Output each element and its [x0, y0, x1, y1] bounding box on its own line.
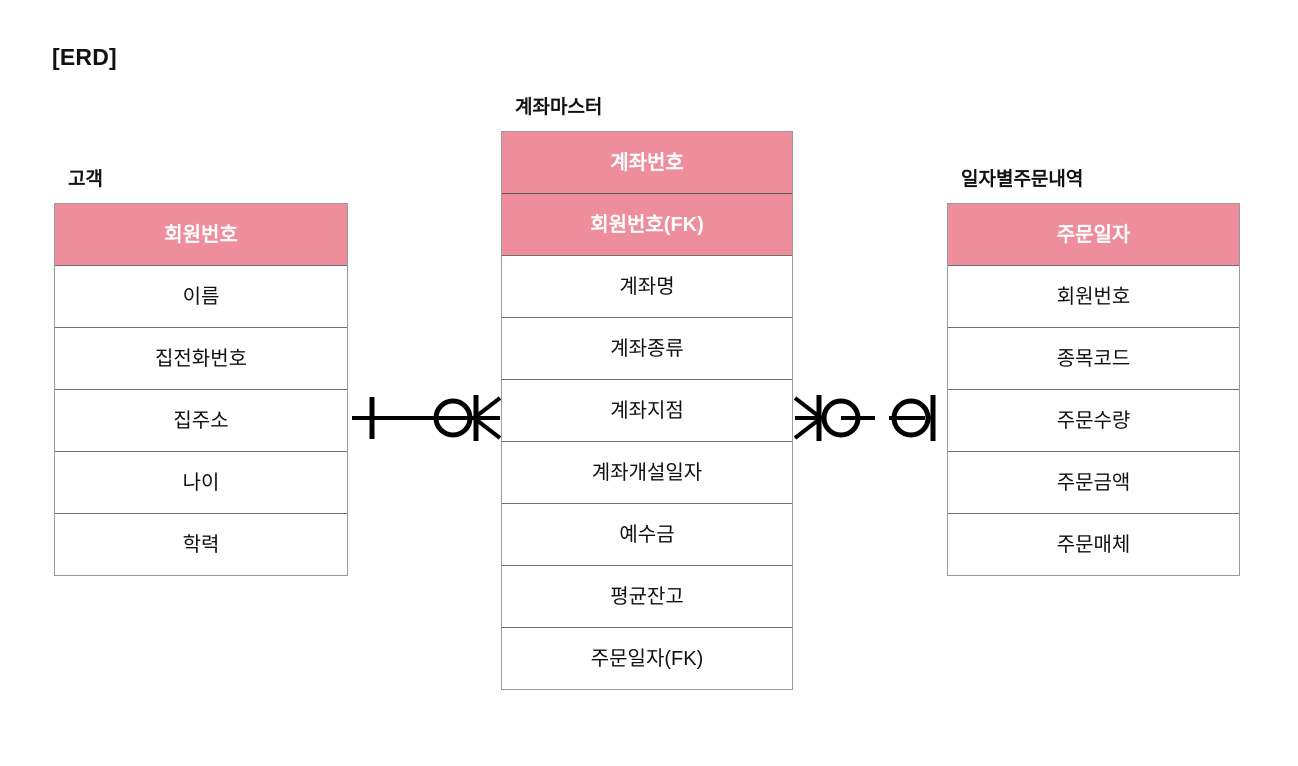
entity-title-daily-order-history: 일자별주문내역: [961, 169, 1084, 190]
entity-customer: 고객 회원번호 이름 집전화번호 집주소 나이 학력: [54, 164, 348, 576]
attribute-row-primary-key: 주문일자: [948, 203, 1239, 265]
page-title: [ERD]: [52, 44, 117, 70]
entity-title-customer: 고객: [68, 169, 103, 190]
attribute-row: 집전화번호: [55, 327, 347, 389]
attribute-row: 이름: [55, 265, 347, 327]
relationship-line-dashed: [793, 395, 947, 441]
attribute-row: 집주소: [55, 389, 347, 451]
attribute-table-account-master: 계좌번호 회원번호(FK) 계좌명 계좌종류 계좌지점 계좌개설일자 예수금 평…: [501, 131, 793, 690]
attribute-row: 주문수량: [948, 389, 1239, 451]
entity-title-account-master: 계좌마스터: [515, 97, 603, 118]
attribute-row-foreign-key: 회원번호(FK): [502, 193, 792, 255]
attribute-row: 주문일자(FK): [502, 627, 792, 689]
cardinality-zero-circle-icon: [891, 398, 931, 438]
attribute-row-primary-key: 회원번호: [55, 203, 347, 265]
attribute-row: 계좌개설일자: [502, 441, 792, 503]
attribute-table-customer: 회원번호 이름 집전화번호 집주소 나이 학력: [54, 203, 348, 576]
attribute-row: 회원번호: [948, 265, 1239, 327]
attribute-row: 종목코드: [948, 327, 1239, 389]
attribute-row: 계좌명: [502, 255, 792, 317]
cardinality-zero-circle-icon: [433, 398, 473, 438]
attribute-row: 평균잔고: [502, 565, 792, 627]
relationship-account-master-order-history: [793, 386, 953, 455]
relationship-line-solid: [352, 395, 502, 441]
attribute-row: 계좌지점: [502, 379, 792, 441]
attribute-table-daily-order-history: 주문일자 회원번호 종목코드 주문수량 주문금액 주문매체: [947, 203, 1240, 576]
attribute-row: 계좌종류: [502, 317, 792, 379]
attribute-row: 주문매체: [948, 513, 1239, 575]
entity-account-master: 계좌마스터 계좌번호 회원번호(FK) 계좌명 계좌종류 계좌지점 계좌개설일자…: [501, 92, 793, 690]
attribute-row: 나이: [55, 451, 347, 513]
attribute-row: 학력: [55, 513, 347, 575]
attribute-row: 주문금액: [948, 451, 1239, 513]
attribute-row: 예수금: [502, 503, 792, 565]
relationship-customer-account-master: [348, 386, 508, 455]
cardinality-many-crowsfoot-icon: [472, 396, 502, 440]
entity-daily-order-history: 일자별주문내역 주문일자 회원번호 종목코드 주문수량 주문금액 주문매체: [947, 164, 1240, 576]
attribute-row-primary-key: 계좌번호: [502, 131, 792, 193]
